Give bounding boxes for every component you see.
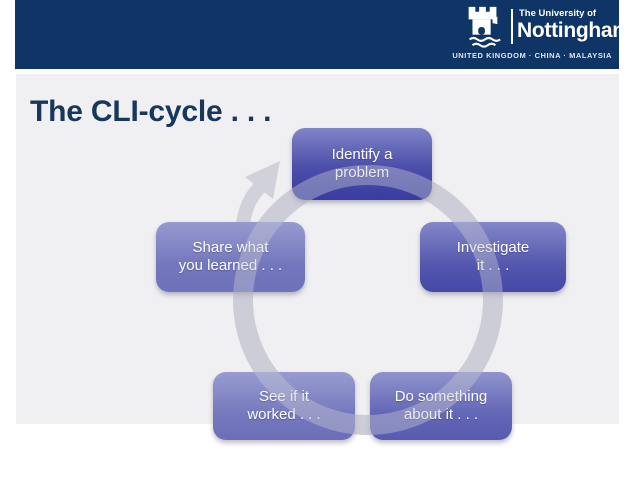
university-logo: The University of Nottingham UNITED KING…	[15, 0, 631, 69]
cycle-step-label: worked . . .	[247, 406, 321, 423]
header-band: The University of Nottingham UNITED KING…	[15, 0, 631, 69]
cycle-step-label: problem	[334, 164, 390, 181]
slide-title: The CLI-cycle . . .	[30, 95, 272, 128]
cycle-step-label: Do something	[394, 388, 488, 405]
castle-icon	[468, 6, 501, 48]
logo-tagline: UNITED KINGDOM · CHINA · MALAYSIA	[452, 51, 612, 60]
cycle-step-label: Identify a	[331, 146, 393, 163]
cycle-step-do-something: Do something about it . . .	[370, 372, 512, 440]
cycle-step-investigate: Investigate it . . .	[420, 222, 566, 292]
cycle-step-label: Share what	[192, 239, 269, 256]
cycle-step-label: it . . .	[476, 257, 510, 274]
cycle-step-share: Share what you learned . . .	[156, 222, 305, 292]
cycle-step-label: about it . . .	[403, 406, 479, 423]
cycle-step-see-if-worked: See if it worked . . .	[213, 372, 355, 440]
cycle-step-label: Investigate	[456, 239, 530, 256]
logo-org-small: The University of	[519, 8, 597, 19]
cycle-step-label: you learned . . .	[178, 257, 283, 274]
logo-divider	[511, 9, 513, 44]
cycle-step-label: See if it	[258, 388, 310, 405]
cycle-step-identify: Identify a problem	[292, 128, 432, 200]
logo-org-name: Nottingham	[517, 19, 631, 42]
